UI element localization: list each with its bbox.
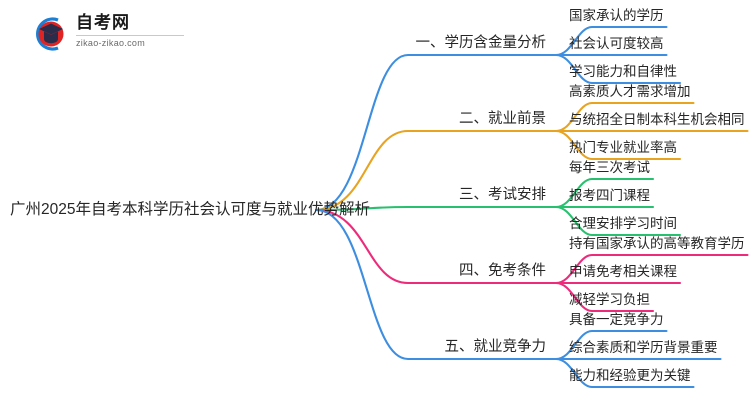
logo-text-block: 自考网 zikao-zikao.com (76, 12, 188, 54)
leaf-label-1-3[interactable]: 学习能力和自律性 (569, 64, 677, 79)
branch-label-1[interactable]: 一、学历含金量分析 (415, 35, 547, 51)
leaf-label-3-2[interactable]: 报考四门课程 (569, 188, 650, 203)
graduation-cap-logo-icon (36, 17, 64, 51)
leaf-label-3-1[interactable]: 每年三次考试 (569, 160, 650, 175)
logo-name-cn: 自考网 (76, 13, 130, 32)
leaf-label-5-2[interactable]: 综合素质和学历背景重要 (569, 340, 718, 355)
leaf-label-2-2[interactable]: 与统招全日制本科生机会相同 (569, 112, 745, 127)
leaf-label-5-1[interactable]: 具备一定竞争力 (569, 312, 664, 327)
mindmap-root-title: 广州2025年自考本科学历社会认可度与就业优势解析 (10, 201, 370, 218)
site-logo[interactable]: 自考网 zikao-zikao.com (28, 12, 188, 56)
leaf-label-5-3[interactable]: 能力和经验更为关键 (569, 368, 691, 383)
leaf-label-3-3[interactable]: 合理安排学习时间 (569, 216, 677, 231)
leaf-label-1-2[interactable]: 社会认可度较高 (569, 36, 664, 51)
branch-label-4[interactable]: 四、免考条件 (459, 263, 546, 279)
leaf-label-2-1[interactable]: 高素质人才需求增加 (569, 84, 691, 99)
leaf-label-4-2[interactable]: 申请免考相关课程 (569, 264, 677, 279)
logo-name-en: zikao-zikao.com (76, 38, 146, 48)
branch-label-5[interactable]: 五、就业竞争力 (444, 339, 547, 355)
leaf-label-4-3[interactable]: 减轻学习负担 (569, 292, 650, 307)
leaf-label-4-1[interactable]: 持有国家承认的高等教育学历 (569, 236, 745, 251)
branch-label-2[interactable]: 二、就业前景 (459, 111, 546, 127)
leaf-label-2-3[interactable]: 热门专业就业率高 (569, 140, 677, 155)
branch-label-3[interactable]: 三、考试安排 (459, 187, 546, 203)
leaf-label-1-1[interactable]: 国家承认的学历 (569, 8, 664, 23)
logo-divider (76, 35, 184, 36)
